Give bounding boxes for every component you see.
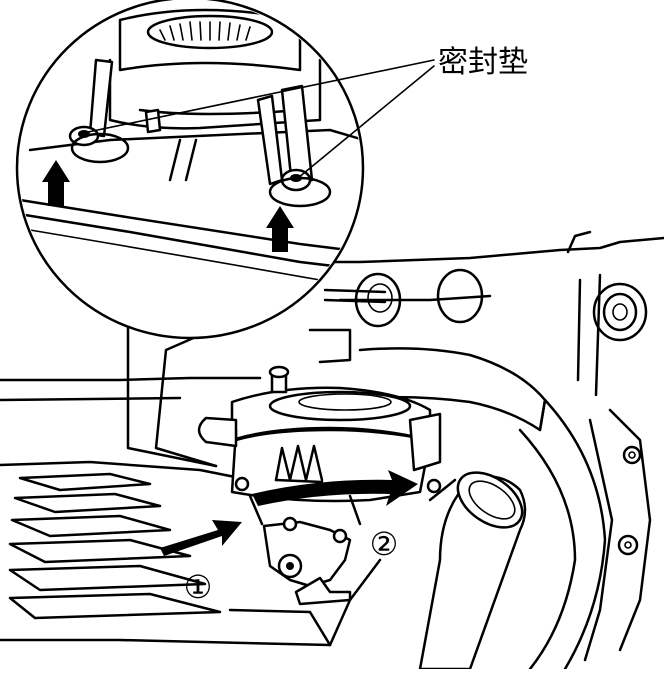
- ribbed-cover: [0, 460, 382, 647]
- arrow-step-2: [252, 470, 418, 506]
- step-1-label: ①: [184, 568, 213, 606]
- detail-magnifier: [15, 0, 365, 340]
- callout-tail: [126, 326, 218, 468]
- engine-block: [0, 230, 664, 671]
- air-hose: [418, 471, 527, 671]
- arrow-step-1: [160, 520, 242, 556]
- gasket-label: 密封垫: [438, 45, 528, 80]
- step-2-label: ②: [370, 525, 399, 563]
- gasket-leader-lines: [87, 59, 435, 179]
